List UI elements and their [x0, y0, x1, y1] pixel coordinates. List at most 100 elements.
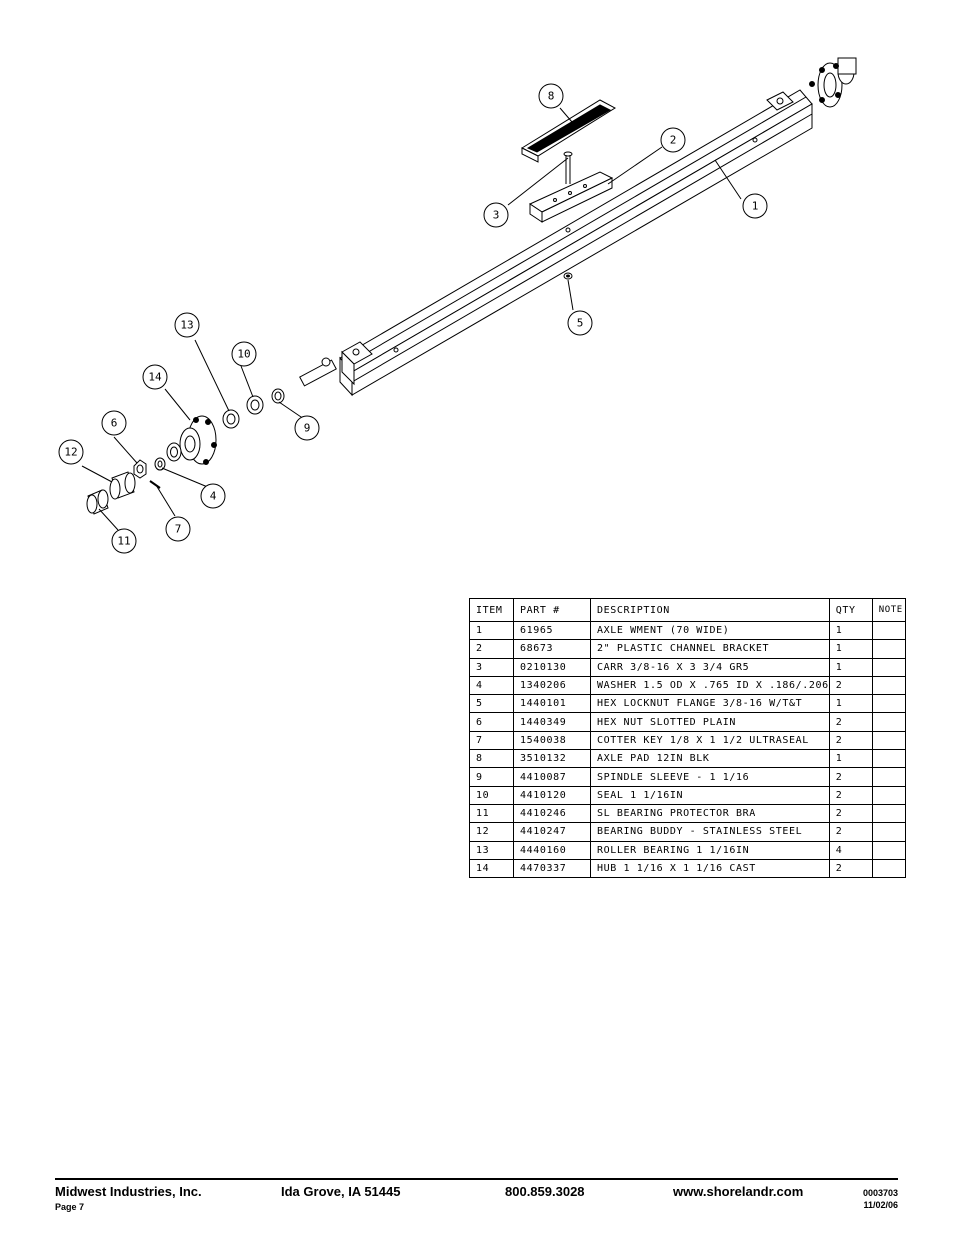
callout-4-label: 4 [210, 490, 217, 503]
cell-note [871, 858, 906, 879]
cell-qty: 1 [828, 694, 873, 714]
page-footer: Midwest Industries, Inc. Page 7 Ida Grov… [55, 1178, 898, 1212]
cell-qty: 1 [828, 639, 873, 659]
cell-part: 4410246 [513, 803, 591, 824]
callout-5-label: 5 [577, 317, 584, 330]
footer-city: Ida Grove, IA 51445 [281, 1184, 401, 1199]
cell-qty: 2 [828, 803, 873, 824]
cell-description: SL BEARING PROTECTOR BRA [590, 803, 830, 824]
header-part-number: PART # [513, 598, 591, 622]
cell-description: BEARING BUDDY - STAINLESS STEEL [590, 822, 830, 842]
cell-part: 1540038 [513, 730, 591, 751]
callout-14-label: 14 [148, 371, 162, 384]
footer-phone: 800.859.3028 [505, 1184, 585, 1199]
cell-item: 6 [469, 712, 514, 732]
cell-note [871, 767, 906, 787]
cell-part: 4440160 [513, 840, 591, 860]
cell-part: 4470337 [513, 858, 591, 879]
callout-9 [294, 415, 320, 441]
callout-10-label: 10 [237, 348, 250, 361]
cell-description: HUB 1 1/16 X 1 1/16 CAST [590, 858, 830, 879]
inner-bearing [166, 442, 182, 462]
cell-qty: 1 [828, 620, 873, 641]
bearing-protector-bra [86, 489, 109, 515]
callout-10 [231, 341, 257, 367]
callout-11-label: 11 [117, 535, 130, 548]
footer-page-number: Page 7 [55, 1202, 85, 1212]
bearing-buddy [109, 471, 136, 500]
cell-note [871, 730, 906, 751]
header-item: ITEM [469, 598, 514, 622]
cell-item: 12 [469, 822, 514, 842]
callout-8-label: 8 [548, 90, 555, 103]
cell-item: 3 [469, 657, 514, 677]
cell-description: HEX NUT SLOTTED PLAIN [590, 712, 830, 732]
channel-bracket [528, 171, 614, 223]
cell-description: 2" PLASTIC CHANNEL BRACKET [590, 639, 830, 659]
callout-5 [567, 310, 593, 336]
exploded-axle-diagram: 8 2 3 1 5 13 10 14 9 6 12 4 7 11 [58, 57, 857, 554]
callout-11 [111, 528, 137, 554]
cell-part: 4410120 [513, 785, 591, 805]
cell-note [871, 785, 906, 805]
cell-description: WASHER 1.5 OD X .765 ID X .186/.206 [590, 675, 830, 696]
axle-pad [520, 99, 616, 163]
cell-note [871, 822, 906, 842]
cell-part: 61965 [513, 620, 591, 641]
header-qty: QTY [828, 598, 873, 622]
footer-date: 11/02/06 [863, 1200, 898, 1210]
cell-part: 4410247 [513, 822, 591, 842]
callout-3-label: 3 [493, 209, 500, 222]
cell-note [871, 694, 906, 714]
cell-item: 14 [469, 858, 514, 879]
table-header-row: ITEM PART # DESCRIPTION QTY NOTE [469, 598, 906, 622]
cell-description: SPINDLE SLEEVE - 1 1/16 [590, 767, 830, 787]
cell-note [871, 620, 906, 641]
cotter-key [149, 480, 161, 489]
callout-7-label: 7 [175, 523, 182, 536]
cell-qty: 4 [828, 840, 873, 860]
cell-item: 13 [469, 840, 514, 860]
callout-9-label: 9 [304, 422, 311, 435]
cell-note [871, 657, 906, 677]
cell-note [871, 712, 906, 732]
locknut [563, 272, 573, 280]
cell-part: 1440101 [513, 694, 591, 714]
cell-description: COTTER KEY 1/8 X 1 1/2 ULTRASEAL [590, 730, 830, 751]
cell-part: 68673 [513, 639, 591, 659]
cell-part: 1440349 [513, 712, 591, 732]
cell-description: AXLE PAD 12IN BLK [590, 749, 830, 769]
callout-8 [538, 83, 564, 109]
roller-bearing [222, 409, 240, 429]
cell-description: AXLE WMENT (70 WIDE) [590, 620, 830, 641]
cell-note [871, 803, 906, 824]
cell-description: HEX LOCKNUT FLANGE 3/8-16 W/T&T [590, 694, 830, 714]
cell-item: 4 [469, 675, 514, 696]
carriage-bolt [563, 151, 573, 184]
callout-14 [142, 364, 168, 390]
cell-qty: 2 [828, 712, 873, 732]
footer-website: www.shorelandr.com [673, 1184, 804, 1199]
cell-note [871, 639, 906, 659]
cell-note [871, 675, 906, 696]
cell-qty: 2 [828, 730, 873, 751]
callout-12 [58, 439, 84, 465]
cell-part: 3510132 [513, 749, 591, 769]
callout-6-label: 6 [111, 417, 118, 430]
cell-qty: 2 [828, 858, 873, 879]
cell-qty: 1 [828, 749, 873, 769]
callout-1 [742, 193, 768, 219]
cell-qty: 2 [828, 822, 873, 842]
